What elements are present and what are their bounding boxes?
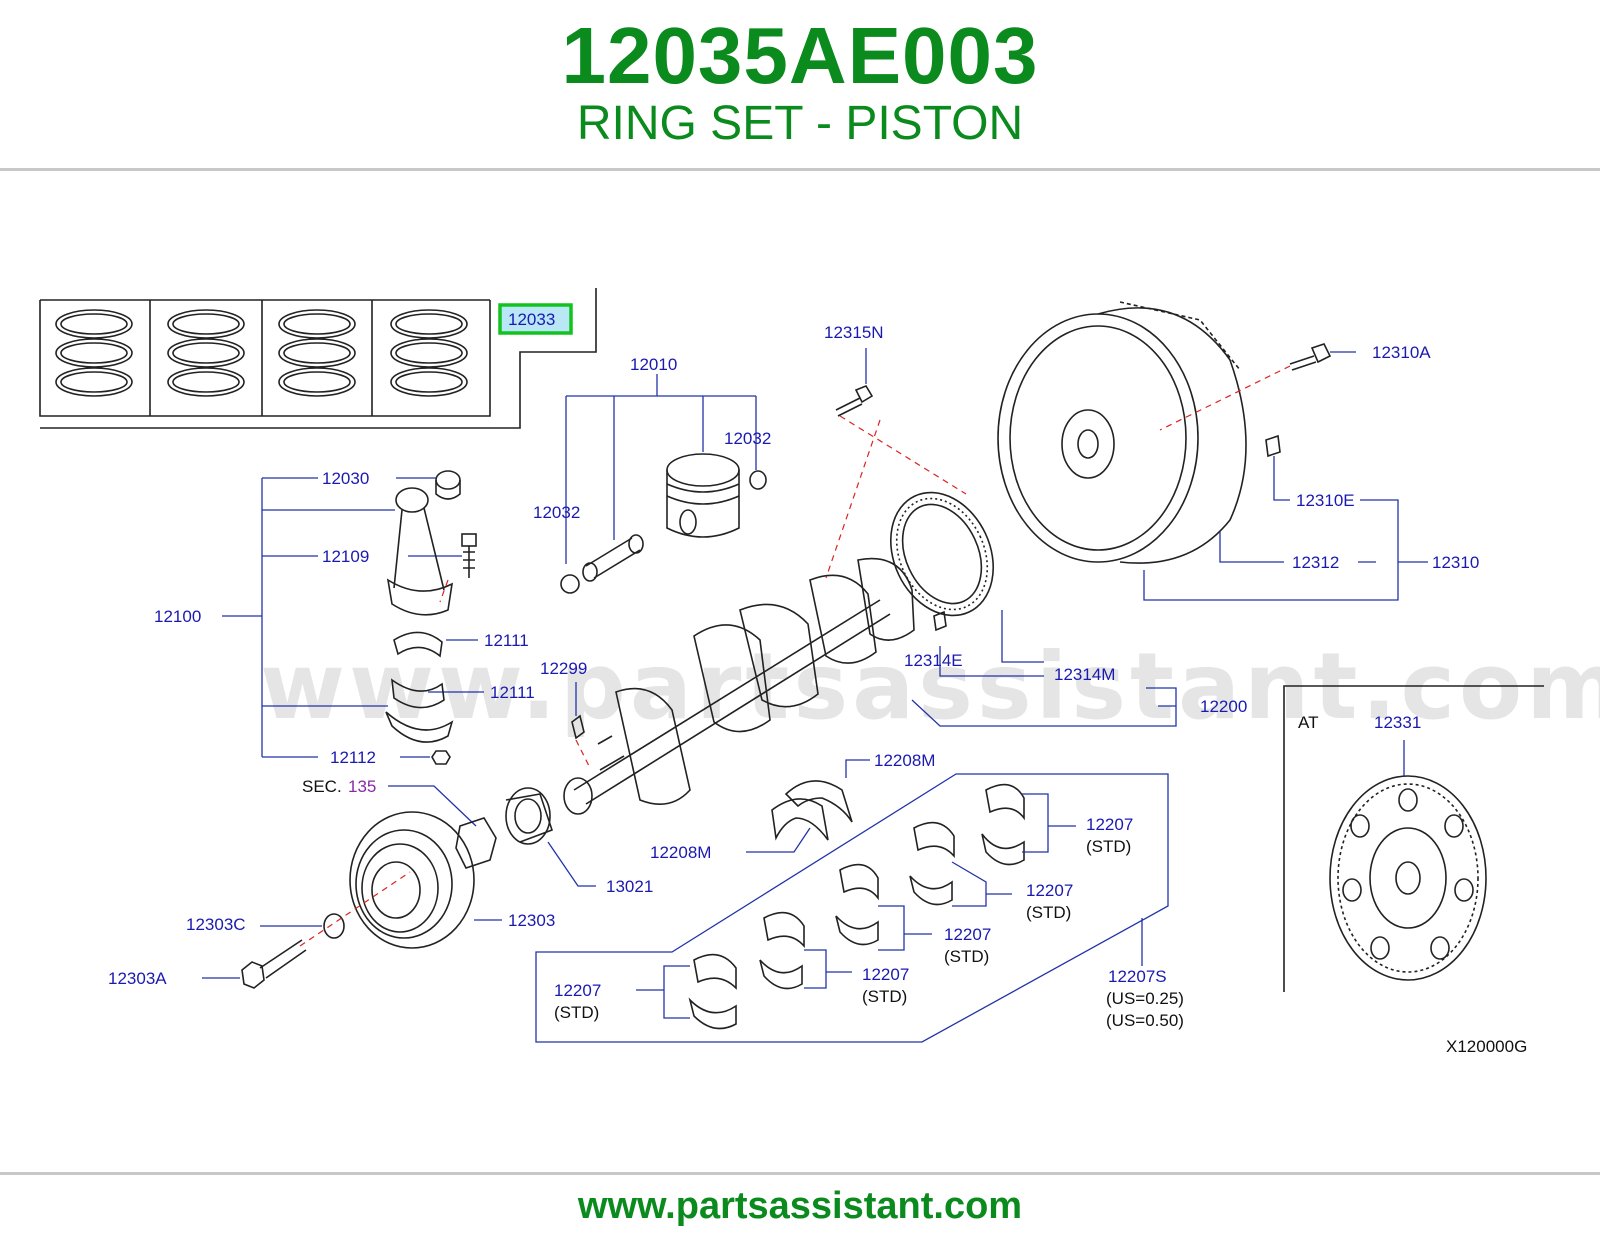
callout-12010[interactable]: 12010 (630, 355, 677, 374)
callout-12299[interactable]: 12299 (540, 659, 587, 678)
collar-icon (455, 817, 497, 869)
callout-12207-3[interactable]: 12207 (944, 925, 991, 944)
header-divider (0, 168, 1600, 171)
part-number-title: 12035AE003 (561, 11, 1039, 100)
callout-12303[interactable]: 12303 (508, 911, 555, 930)
callout-12109[interactable]: 12109 (322, 547, 369, 566)
bolt-12315n-icon (835, 385, 874, 417)
callout-std-1: (STD) (1086, 837, 1131, 856)
callout-12207-5[interactable]: 12207 (554, 981, 601, 1000)
parts-diagram: www.partsassistant.com 12033 12010 12032… (39, 288, 1600, 1056)
callout-12208m-top[interactable]: 12208M (874, 751, 935, 770)
drive-plate-icon (1329, 775, 1487, 981)
callout-12303a[interactable]: 12303A (108, 969, 167, 988)
callout-12208m-bottom[interactable]: 12208M (650, 843, 711, 862)
callout-12314e[interactable]: 12314E (904, 651, 963, 670)
thrust-bearing-icon (771, 780, 853, 841)
callout-12310[interactable]: 12310 (1432, 553, 1479, 572)
piston-ring-group-2-icon (167, 309, 245, 397)
conrod-nut-icon (431, 750, 451, 765)
callout-13021[interactable]: 13021 (606, 877, 653, 896)
callout-12310e[interactable]: 12310E (1296, 491, 1355, 510)
bearing-upper-icon (393, 631, 443, 658)
callout-sec-prefix: SEC. (302, 777, 342, 796)
callout-us-050: (US=0.50) (1106, 1011, 1184, 1030)
connecting-rod-icon (386, 487, 454, 616)
callout-us-025: (US=0.25) (1106, 989, 1184, 1008)
callout-12033[interactable]: 12033 (508, 310, 555, 329)
main-bearing-set-outline (535, 773, 1169, 1043)
main-bearings-icon (688, 783, 1025, 1030)
callout-12303c[interactable]: 12303C (186, 915, 246, 934)
callout-12312[interactable]: 12312 (1292, 553, 1339, 572)
callout-12200[interactable]: 12200 (1200, 697, 1247, 716)
callout-std-4: (STD) (862, 987, 907, 1006)
callout-std-5: (STD) (554, 1003, 599, 1022)
leader-12100 (222, 477, 395, 758)
crankshaft-icon (563, 557, 915, 815)
piston-ring-group-1-icon (55, 309, 133, 397)
callout-12315n[interactable]: 12315N (824, 323, 884, 342)
piston-ring-group-3-icon (278, 309, 356, 397)
page-header: 12035AE003 RING SET - PISTON (0, 0, 1600, 170)
bolt-12310a-icon (1289, 343, 1332, 371)
callout-12032-left[interactable]: 12032 (533, 503, 580, 522)
callout-std-3: (STD) (944, 947, 989, 966)
pulley-washer-icon (323, 913, 345, 939)
callout-sec-135[interactable]: 135 (348, 777, 376, 796)
piston-pin-icon (582, 534, 644, 582)
callout-12314m[interactable]: 12314M (1054, 665, 1115, 684)
callout-12100[interactable]: 12100 (154, 607, 201, 626)
dowel-12310e-icon (1265, 434, 1281, 458)
callout-12207-2[interactable]: 12207 (1026, 881, 1073, 900)
bushing-icon (435, 470, 461, 500)
reinforcement-plate-icon (889, 491, 995, 617)
part-name-subtitle: RING SET - PISTON (576, 97, 1024, 150)
figure-code: X120000G (1446, 1037, 1527, 1056)
callout-12207-4[interactable]: 12207 (862, 965, 909, 984)
callout-12310a[interactable]: 12310A (1372, 343, 1431, 362)
crank-pulley-icon (349, 811, 475, 949)
footer-divider (0, 1172, 1600, 1175)
pulley-bolt-icon (241, 939, 307, 989)
callout-12032-top[interactable]: 12032 (724, 429, 771, 448)
callout-12111-lower[interactable]: 12111 (490, 683, 535, 702)
ring-set-box (39, 288, 597, 429)
piston-ring-group-4-icon (390, 309, 468, 397)
callout-std-2: (STD) (1026, 903, 1071, 922)
snap-ring-top-icon (749, 470, 767, 490)
piston-icon (666, 453, 740, 538)
at-section-frame (1283, 685, 1544, 992)
callout-12331[interactable]: 12331 (1374, 713, 1421, 732)
flywheel-icon (997, 301, 1247, 564)
crank-key-icon (571, 714, 585, 740)
dowel-12314e-icon (933, 610, 947, 632)
callout-12112[interactable]: 12112 (330, 748, 376, 767)
leader-12010 (565, 374, 757, 564)
snap-ring-left-icon (560, 574, 580, 594)
callout-12030[interactable]: 12030 (322, 469, 369, 488)
footer-website-link[interactable]: www.partsassistant.com (577, 1185, 1023, 1227)
section-at: AT (1298, 713, 1318, 732)
conrod-bolt-icon (461, 533, 477, 578)
bearing-lower-icon (385, 678, 454, 743)
crank-sprocket-icon (505, 787, 554, 845)
callout-12207-1[interactable]: 12207 (1086, 815, 1133, 834)
leader-12200 (911, 687, 1177, 727)
callout-12207s[interactable]: 12207S (1108, 967, 1167, 986)
highlight-box[interactable] (498, 303, 573, 335)
callout-12111-upper[interactable]: 12111 (484, 631, 529, 650)
